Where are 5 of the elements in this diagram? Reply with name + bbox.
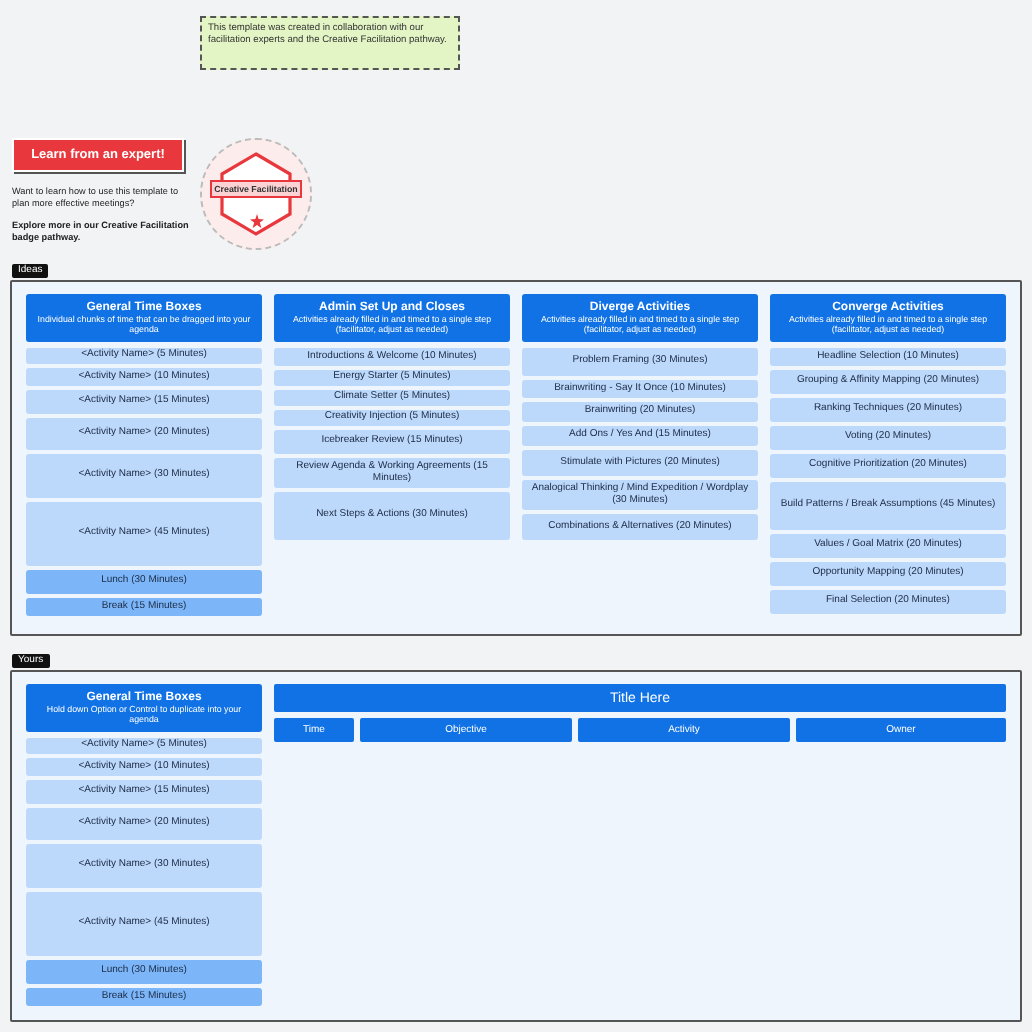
- column-header: [770, 294, 1006, 342]
- column-header: [26, 294, 262, 342]
- column-header: [522, 294, 758, 342]
- column-header: [26, 684, 262, 732]
- column-header: [274, 294, 510, 342]
